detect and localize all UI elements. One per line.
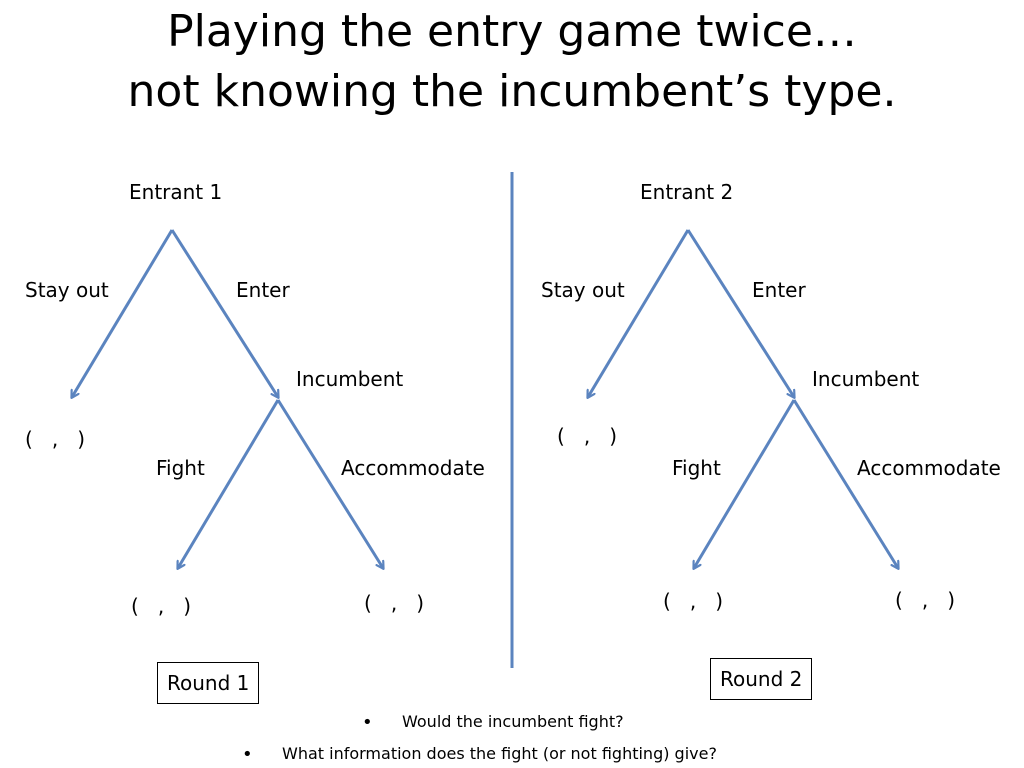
bullet-text-2: What information does the fight (or not … <box>282 744 717 763</box>
round-1-box: Round 1 <box>157 662 260 704</box>
left-fight-label: Fight <box>156 456 205 480</box>
bullet-text-1: Would the incumbent fight? <box>402 712 624 731</box>
left-stay-out-payoff: ( , ) <box>25 427 86 451</box>
right-fight-payoff: ( , ) <box>663 589 724 613</box>
left-fight-payoff: ( , ) <box>131 594 192 618</box>
round-2-label: Round 2 <box>720 667 803 691</box>
title-line-1: Playing the entry game twice… <box>167 6 857 57</box>
left-accommodate-payoff: ( , ) <box>364 591 425 615</box>
left-accommodate-branch <box>276 399 383 568</box>
right-incumbent-label: Incumbent <box>812 367 920 391</box>
slide-title: Playing the entry game twice… not knowin… <box>0 2 1024 122</box>
right-root-label: Entrant 2 <box>640 180 734 204</box>
title-line-2: not knowing the incumbent’s type. <box>127 66 897 117</box>
right-stay-out-branch <box>588 229 690 397</box>
right-stay-out-label: Stay out <box>541 278 625 302</box>
right-fight-label: Fight <box>672 456 721 480</box>
right-accommodate-label: Accommodate <box>857 456 1001 480</box>
right-accommodate-payoff: ( , ) <box>895 588 956 612</box>
right-enter-branch <box>686 229 794 397</box>
left-fight-branch <box>178 399 280 568</box>
left-stay-out-label: Stay out <box>25 278 109 302</box>
left-root-label: Entrant 1 <box>129 180 223 204</box>
left-stay-out-branch <box>72 229 174 397</box>
left-accommodate-label: Accommodate <box>341 456 485 480</box>
right-stay-out-payoff: ( , ) <box>557 424 618 448</box>
round-2-box: Round 2 <box>710 658 813 700</box>
bullet-glyph: • <box>242 744 253 765</box>
bullet-glyph: • <box>362 712 373 733</box>
right-accommodate-branch <box>792 399 898 568</box>
left-enter-label: Enter <box>236 278 290 302</box>
right-enter-label: Enter <box>752 278 806 302</box>
round-1-label: Round 1 <box>167 671 250 695</box>
right-fight-branch <box>694 399 796 568</box>
left-incumbent-label: Incumbent <box>296 367 404 391</box>
left-enter-branch <box>170 229 278 397</box>
